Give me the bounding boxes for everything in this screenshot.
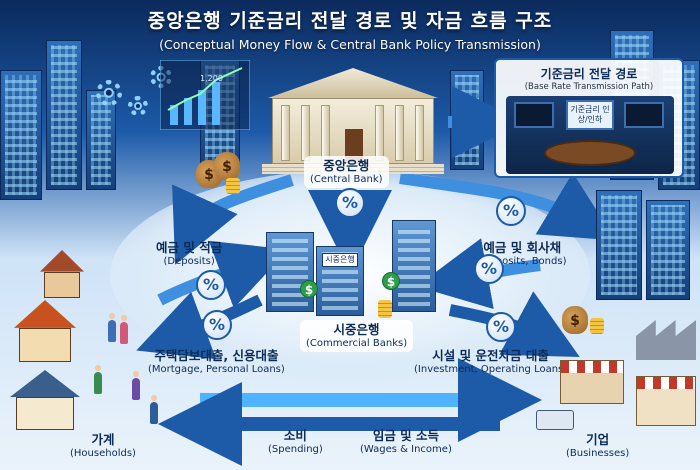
office-building-icon <box>646 200 690 300</box>
person-icon <box>150 395 158 424</box>
commercial-bank-sign: 시중은행 <box>322 253 358 267</box>
mortgage-label: 주택담보대출, 신용대출 (Mortgage, Personal Loans) <box>148 348 285 375</box>
panel-screen-text: 기준금리 인상/인하 <box>566 100 614 130</box>
truck-icon <box>536 410 574 430</box>
wages-label: 임금 및 소득 (Wages & Income) <box>360 428 452 455</box>
person-icon <box>120 315 128 344</box>
percent-badge: % <box>496 196 526 226</box>
investment-label: 시설 및 운전자금 대출 (Investment, Operating Loan… <box>414 348 568 375</box>
panel-subtitle: (Base Rate Transmission Path) <box>524 82 654 92</box>
percent-badge: % <box>202 310 232 340</box>
percent-badge: % <box>474 254 504 284</box>
coin-stack-icon <box>378 300 392 318</box>
dollar-coin-icon: $ <box>300 280 318 298</box>
ticker-readout: 1,200 <box>200 74 223 83</box>
meeting-scene: 기준금리 인상/인하 <box>506 96 674 174</box>
money-bag-icon: $ <box>562 306 588 334</box>
person-icon <box>94 365 102 394</box>
title-english: (Conceptual Money Flow & Central Bank Po… <box>159 37 541 52</box>
person-icon <box>108 313 116 342</box>
deposits-label: 예금 및 적금 (Deposits) <box>156 240 223 267</box>
gear-icon <box>128 96 148 116</box>
office-building-icon <box>596 190 642 300</box>
person-icon <box>132 371 140 400</box>
transmission-panel: 기준금리 전달 경로 (Base Rate Transmission Path)… <box>494 58 684 178</box>
shop-icon <box>636 376 696 426</box>
title-block: 중앙은행 기준금리 전달 경로 및 자금 흐름 구조 (Conceptual M… <box>0 6 700 52</box>
commercial-banks-label: 시중은행 (Commercial Banks) <box>300 320 414 353</box>
percent-badge: % <box>196 270 226 300</box>
house-icon <box>10 370 80 430</box>
money-bag-icon: $ <box>214 152 240 180</box>
businesses-label: 기업 (Businesses) <box>566 432 630 459</box>
growth-chart-icon <box>160 60 250 130</box>
households-label: 가계 (Households) <box>70 432 136 459</box>
panel-title: 기준금리 전달 경로 <box>540 67 638 81</box>
shop-icon <box>560 360 624 404</box>
house-icon <box>14 300 76 362</box>
arrow-cb-to-left <box>172 174 294 265</box>
percent-badge: % <box>486 312 516 342</box>
coin-stack-icon <box>590 318 604 334</box>
central-bank-label: 중앙은행 (Central Bank) <box>304 156 389 189</box>
house-icon <box>40 250 84 298</box>
title-korean: 중앙은행 기준금리 전달 경로 및 자금 흐름 구조 <box>147 10 553 32</box>
coin-stack-icon <box>226 178 240 194</box>
spending-label: 소비 (Spending) <box>268 428 323 455</box>
percent-badge: % <box>335 188 365 218</box>
gear-icon <box>96 80 122 106</box>
deposits-bonds-label: 예금 및 회사채 (Deposits, Bonds) <box>478 240 567 267</box>
arrow-cb-to-right <box>399 172 616 241</box>
dollar-coin-icon: $ <box>382 272 400 290</box>
